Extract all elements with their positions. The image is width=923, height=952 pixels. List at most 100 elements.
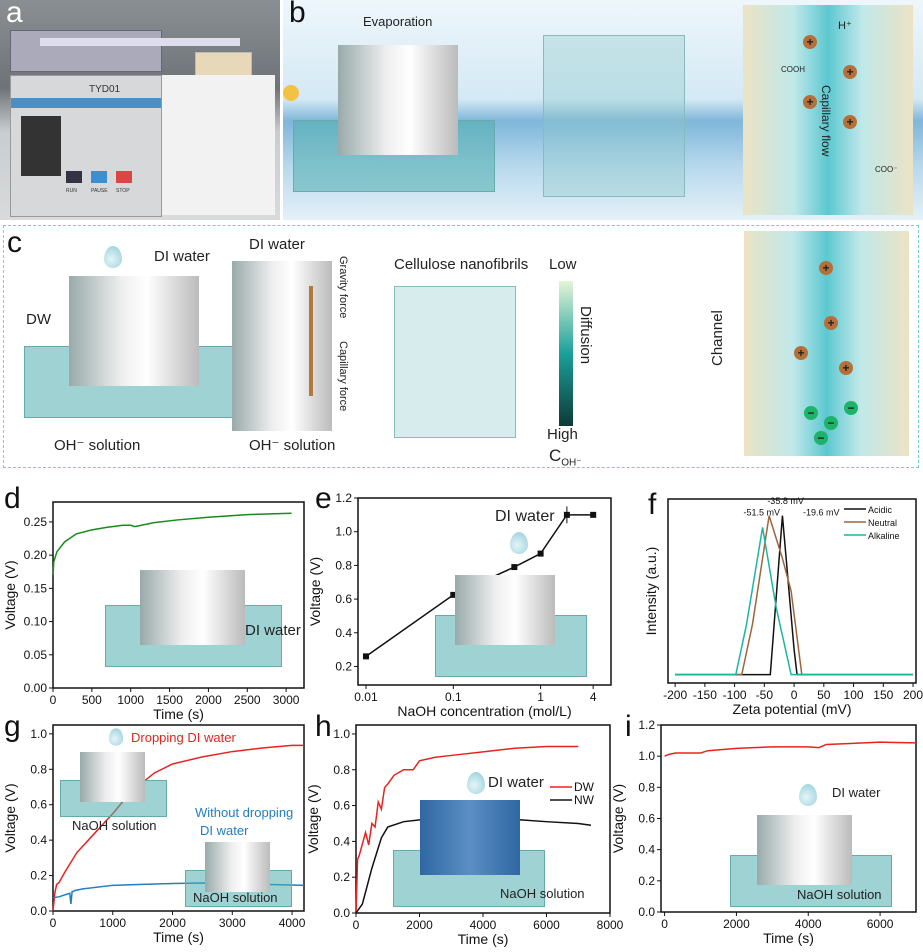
capillary-channel: H⁺ COOH COO⁻ Capillary flow + + + + xyxy=(743,5,913,215)
hydroxide-icon: − xyxy=(824,416,838,430)
without-label-2: DI water xyxy=(200,823,249,838)
x-tick-label: 6000 xyxy=(533,918,560,932)
water-drop-icon xyxy=(510,532,528,554)
y-tick-label: 0.8 xyxy=(638,780,655,794)
panel-label-e: e xyxy=(315,482,332,515)
force-arrows xyxy=(309,286,313,396)
y-tick-label: 0.2 xyxy=(333,870,350,884)
legend-label: NW xyxy=(574,793,595,807)
legend-label: DW xyxy=(574,780,595,794)
cation-icon: + xyxy=(839,361,853,375)
legend-label: Neutral xyxy=(868,518,897,528)
panel-label-g: g xyxy=(4,710,21,743)
dropping-label: Dropping DI water xyxy=(131,730,236,745)
inset-array xyxy=(80,752,145,802)
low-label: Low xyxy=(549,256,577,273)
syringe xyxy=(40,38,240,46)
x-axis-label: Time (s) xyxy=(153,706,204,722)
x-tick-label: 0.1 xyxy=(445,690,462,704)
inset-label-e: DI water xyxy=(495,508,555,525)
inset-array xyxy=(455,575,555,645)
x-tick-label: -100 xyxy=(723,688,747,702)
cation-icon: + xyxy=(824,316,838,330)
x-tick-label: 4000 xyxy=(795,917,822,931)
x-axis-label: Time (s) xyxy=(458,931,509,947)
peak-annotation: -51.5 mV xyxy=(744,508,781,518)
di-water-label-2: DI water xyxy=(249,236,305,253)
x-tick-label: 2000 xyxy=(723,917,750,931)
y-tick-label: 0.15 xyxy=(24,581,48,595)
naoh-label-h: NaOH solution xyxy=(500,886,585,901)
panel-label-b: b xyxy=(289,0,306,29)
y-tick-label: 0.20 xyxy=(24,548,48,562)
inset-label-d: DI water xyxy=(245,622,301,639)
water-drop-icon xyxy=(104,246,122,268)
light-bulb-icon xyxy=(283,85,299,101)
x-tick-label: 2500 xyxy=(234,693,261,707)
x-tick-label: 3000 xyxy=(273,693,300,707)
run-button[interactable] xyxy=(66,171,82,183)
x-tick-label: -150 xyxy=(693,688,717,702)
h-plus-label: H⁺ xyxy=(838,20,852,32)
y-tick-label: 0.2 xyxy=(335,659,352,673)
zoom-cube xyxy=(543,35,685,197)
proton-ion: + xyxy=(843,65,857,79)
single-channel xyxy=(232,261,332,431)
device-model: TYD01 xyxy=(89,84,121,95)
oh-solution-label-2: OH⁻ solution xyxy=(249,437,336,454)
y-tick-label: 0.0 xyxy=(333,906,350,920)
x-tick-label: 0 xyxy=(50,916,57,930)
y-tick-label: 0.4 xyxy=(638,843,655,857)
panel-label-f: f xyxy=(648,488,657,521)
evaporation-label: Evaporation xyxy=(363,14,433,29)
panel-label-d: d xyxy=(4,482,21,515)
inset-array xyxy=(140,570,245,645)
naoh-label-i: NaOH solution xyxy=(797,887,882,902)
x-tick-label: 0 xyxy=(791,688,798,702)
x-tick-label: 4000 xyxy=(470,918,497,932)
y-tick-label: 0.4 xyxy=(335,626,352,640)
inset-array xyxy=(757,815,852,885)
blue-strip xyxy=(11,98,161,108)
pause-button[interactable] xyxy=(91,171,107,183)
x-tick-label: 1000 xyxy=(117,693,144,707)
cellulose-cube xyxy=(394,286,516,438)
di-water-label: DI water xyxy=(154,248,210,265)
x-tick-label: 4000 xyxy=(279,916,306,930)
x-tick-label: 1 xyxy=(537,690,544,704)
proton-ion: + xyxy=(843,115,857,129)
proton-ion: + xyxy=(803,95,817,109)
foam-box xyxy=(150,75,275,215)
x-tick-label: -50 xyxy=(756,688,774,702)
c-label: C xyxy=(549,446,562,465)
y-axis-label: Voltage (V) xyxy=(610,784,626,853)
y-tick-label: 0.6 xyxy=(638,812,655,826)
plot-frame xyxy=(667,498,917,684)
nanofibril-array xyxy=(69,276,199,386)
stop-button[interactable] xyxy=(116,171,132,183)
x-tick-label: 0 xyxy=(353,918,360,932)
inset-label-h: DI water xyxy=(488,774,544,791)
x-axis-label: Time (s) xyxy=(153,929,204,945)
series-line-di-water xyxy=(664,741,917,757)
panel-label-i: i xyxy=(625,710,632,743)
y-tick-label: 0.8 xyxy=(333,763,350,777)
nanofibril-array xyxy=(338,45,458,155)
series-line-di-water xyxy=(52,512,292,576)
cooh-label: COOH xyxy=(781,65,805,74)
coo-label: COO⁻ xyxy=(875,165,898,174)
series-line-dw xyxy=(355,745,579,914)
x-tick-label: 0.01 xyxy=(354,690,378,704)
cation-icon: + xyxy=(794,346,808,360)
dw-label: DW xyxy=(26,311,51,328)
y-tick-label: 0.0 xyxy=(30,904,47,918)
sample-dish xyxy=(195,52,252,76)
y-tick-label: 0.6 xyxy=(30,798,47,812)
y-tick-label: 1.0 xyxy=(333,727,350,741)
y-axis-label: Voltage (V) xyxy=(2,560,18,629)
x-tick-label: -200 xyxy=(663,688,687,702)
y-axis-label: Voltage (V) xyxy=(2,783,18,852)
y-tick-label: 0.25 xyxy=(24,515,48,529)
panel-label-h: h xyxy=(315,710,332,743)
